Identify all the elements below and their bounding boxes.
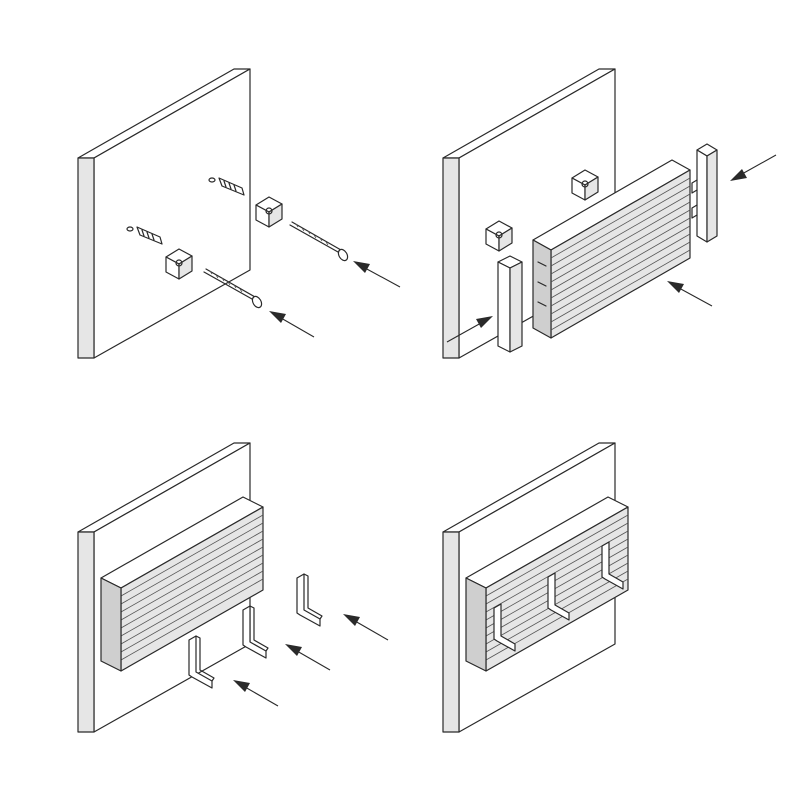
arrow-icon bbox=[730, 154, 777, 181]
arrow-icon bbox=[233, 680, 279, 707]
arrow-icon bbox=[353, 261, 401, 288]
slatted-rail bbox=[532, 159, 691, 339]
step-1-panel bbox=[77, 68, 401, 359]
step-4-panel bbox=[442, 442, 629, 733]
arrow-icon bbox=[667, 281, 713, 307]
mounting-clip-lower bbox=[165, 248, 193, 280]
hook-right bbox=[601, 541, 624, 590]
wall-plug-lower bbox=[126, 226, 163, 245]
assembled-rail-with-hooks bbox=[465, 496, 629, 672]
mounting-clip-upper bbox=[255, 196, 283, 228]
arrow-icon bbox=[269, 311, 315, 338]
step-2-panel bbox=[442, 68, 777, 359]
screw-lower bbox=[203, 268, 263, 309]
hook-right bbox=[296, 573, 323, 627]
mounting-clip-lower bbox=[485, 220, 513, 252]
hook-left bbox=[188, 635, 215, 689]
end-cap-right bbox=[691, 143, 718, 243]
wall-panel bbox=[77, 68, 251, 359]
hook-left bbox=[493, 603, 516, 652]
assembled-rail bbox=[100, 496, 264, 672]
screw-upper bbox=[289, 221, 349, 262]
step-3-panel bbox=[77, 442, 389, 733]
arrow-icon bbox=[343, 614, 389, 641]
arrow-icon bbox=[285, 644, 331, 671]
arrow-icon bbox=[446, 316, 493, 343]
mounting-clip-upper bbox=[571, 169, 599, 201]
end-cap-left bbox=[497, 255, 523, 353]
hook-middle bbox=[547, 572, 570, 621]
wall-plug-upper bbox=[208, 177, 245, 196]
hook-middle bbox=[242, 605, 269, 659]
